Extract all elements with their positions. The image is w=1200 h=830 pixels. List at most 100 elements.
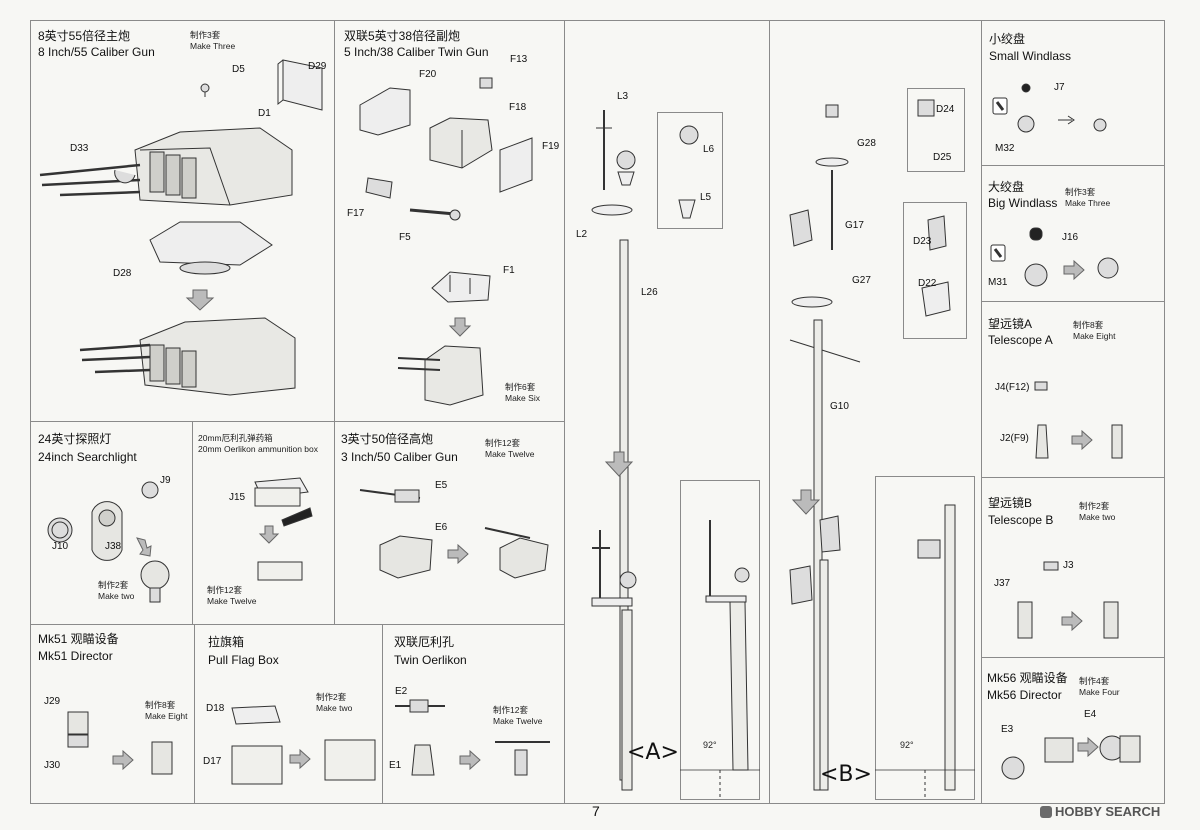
part-label: D1 [258,108,271,119]
ammo-box-title-en: 20mm Oerlikon ammunition box [198,444,318,454]
inset-d24-d25 [907,88,965,172]
part-label: M31 [988,277,1008,288]
part-label: F17 [347,208,365,219]
part-label: J15 [229,492,246,503]
mk51-title-en: Mk51 Director [38,649,113,663]
main-gun-note-en: Make Three [190,41,236,51]
part-label: D22 [918,278,937,289]
part-label: J7 [1054,82,1065,93]
flag-box-note-en: Make two [316,703,353,713]
inset-d23-d22 [903,202,967,339]
inset-l6-l5 [657,112,723,229]
part-label: D17 [203,756,222,767]
telescope-a-note-cn: 制作8套 [1073,320,1104,330]
twin-gun-note-en: Make Six [505,393,540,403]
watermark: HOBBY SEARCH [1040,804,1160,819]
telescope-a-title-en: Telescope A [988,333,1053,347]
aa-gun-title-en: 3 Inch/50 Caliber Gun [341,450,458,464]
part-label: G17 [845,220,864,231]
part-label: L26 [641,287,658,298]
inset-mast-b-angle [875,476,975,800]
telescope-b-note-cn: 制作2套 [1079,501,1110,511]
part-label: D25 [933,152,952,163]
marker-b: <B> [820,762,872,787]
mk56-title-en: Mk56 Director [987,688,1062,702]
part-label: J10 [52,541,69,552]
part-label: L5 [700,192,712,203]
part-label: F5 [399,232,411,243]
ammo-box-title-cn: 20mm厄利孔弹药箱 [198,433,273,443]
part-label: M32 [995,143,1015,154]
part-label: E3 [1001,724,1014,735]
aa-gun-note-cn: 制作12套 [485,438,520,448]
angle-b: 92° [900,740,914,750]
searchlight-title-en: 24inch Searchlight [38,450,137,464]
hobby-search-logo-icon [1040,806,1052,818]
main-gun-title-cn: 8英寸55倍径主炮 [38,29,131,43]
twin-oerlikon-note-cn: 制作12套 [493,705,528,715]
part-label: J4(F12) [995,382,1030,393]
telescope-b-title-en: Telescope B [988,513,1054,527]
part-label: G10 [830,401,849,412]
part-label: D23 [913,236,932,247]
part-label: F20 [419,69,437,80]
part-label: G28 [857,138,876,149]
twin-oerlikon-title-en: Twin Oerlikon [394,653,467,667]
flag-box-title-cn: 拉旗箱 [208,635,245,649]
mk56-note-cn: 制作4套 [1079,676,1110,686]
part-label: E5 [435,480,448,491]
part-label: L6 [703,144,715,155]
part-label: J9 [160,475,171,486]
twin-gun-title-cn: 双联5英寸38倍径副炮 [344,29,461,43]
part-label: D29 [308,61,327,72]
big-windlass-note-cn: 制作3套 [1065,187,1096,197]
big-windlass-title-cn: 大绞盘 [988,180,1025,194]
part-label: J3 [1063,560,1074,571]
part-label: D24 [936,104,955,115]
searchlight-note-cn: 制作2套 [98,580,129,590]
part-label: D28 [113,268,132,279]
part-label: J30 [44,760,61,771]
telescope-a-title-cn: 望远镜A [988,317,1033,331]
searchlight-title-cn: 24英寸探照灯 [38,432,112,446]
aa-gun-note-en: Make Twelve [485,449,535,459]
telescope-a-note-en: Make Eight [1073,331,1116,341]
part-label: D33 [70,143,89,154]
twin-oerlikon-note-en: Make Twelve [493,716,543,726]
part-label: F18 [509,102,527,113]
big-windlass-title-en: Big Windlass [988,196,1058,210]
panel-mk56 [981,657,1165,804]
main-gun-title-en: 8 Inch/55 Caliber Gun [38,45,155,59]
part-label: J37 [994,578,1011,589]
ammo-box-note-en: Make Twelve [207,596,257,606]
small-windlass-title-cn: 小绞盘 [989,32,1026,46]
searchlight-note-en: Make two [98,591,135,601]
part-label: E4 [1084,709,1097,720]
telescope-b-title-cn: 望远镜B [988,496,1033,510]
telescope-b-note-en: Make two [1079,512,1116,522]
part-label: J38 [105,541,122,552]
part-label: D5 [232,64,245,75]
part-label: D18 [206,703,225,714]
twin-gun-title-en: 5 Inch/38 Caliber Twin Gun [344,45,489,59]
part-label: L2 [576,229,588,240]
part-label: J2(F9) [1000,433,1029,444]
part-label: L3 [617,91,629,102]
small-windlass-title-en: Small Windlass [989,49,1072,63]
watermark-text: HOBBY SEARCH [1055,804,1161,819]
big-windlass-note-en: Make Three [1065,198,1111,208]
part-label: F13 [510,54,528,65]
page-number: 7 [592,803,600,819]
inset-mast-a-angle [680,480,760,800]
part-label: F1 [503,265,515,276]
part-label: F19 [542,141,560,152]
ammo-box-note-cn: 制作12套 [207,585,242,595]
twin-oerlikon-title-cn: 双联厄利孔 [394,635,455,649]
aa-gun-title-cn: 3英寸50倍径高炮 [341,432,434,446]
part-label: J29 [44,696,61,707]
part-label: G27 [852,275,871,286]
part-label: E1 [389,760,402,771]
part-label: J16 [1062,232,1079,243]
